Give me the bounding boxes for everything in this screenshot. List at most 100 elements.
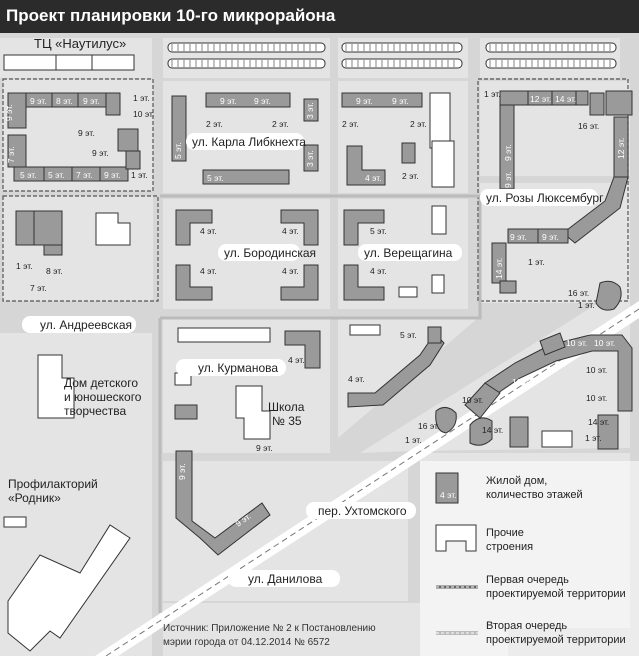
map-title: Проект планировки 10-го микрорайона [6,6,336,25]
svg-text:10 эт.: 10 эт. [133,109,154,119]
svg-text:2 эт.: 2 эт. [206,119,223,129]
svg-text:7 эт.: 7 эт. [30,283,47,293]
svg-text:5 эт.: 5 эт. [173,142,183,159]
svg-text:ул. Андреевская: ул. Андреевская [40,318,132,332]
svg-text:10 эт.: 10 эт. [566,338,587,348]
svg-text:10 эт.: 10 эт. [586,393,607,403]
svg-text:Профилакторий: Профилакторий [8,477,98,491]
second-phase-border [158,194,482,613]
svg-text:3 эт.: 3 эт. [305,102,315,119]
svg-text:ТЦ «Наутилус»: ТЦ «Наутилус» [34,36,126,51]
svg-text:7 эт.: 7 эт. [76,170,93,180]
other-buildings [3,92,573,652]
svg-text:8 эт.: 8 эт. [46,266,63,276]
svg-text:1 эт.: 1 эт. [131,170,148,180]
svg-text:7 эт.: 7 эт. [6,146,16,163]
svg-text:пер. Ухтомского: пер. Ухтомского [318,504,407,518]
svg-text:4 эт.: 4 эт. [365,173,382,183]
svg-text:9 эт.: 9 эт. [4,104,14,121]
svg-text:5 эт.: 5 эт. [20,170,37,180]
place-labels: ТЦ «Наутилус» Дом детского и юношеского … [8,36,305,505]
diagonal-road-center [105,308,639,656]
svg-text:4 эт.: 4 эт. [282,266,299,276]
svg-text:5 эт.: 5 эт. [207,173,224,183]
svg-text:2 эт.: 2 эт. [272,119,289,129]
svg-text:3 эт.: 3 эт. [305,150,315,167]
svg-text:№ 35: № 35 [272,414,302,428]
svg-text:4 эт.: 4 эт. [200,266,217,276]
svg-text:2 эт.: 2 эт. [402,171,419,181]
svg-text:ул. Курманова: ул. Курманова [198,361,278,375]
svg-text:9 эт.: 9 эт. [503,144,513,161]
svg-text:14 эт.: 14 эт. [482,425,503,435]
svg-text:5 эт.: 5 эт. [370,226,387,236]
svg-text:2 эт.: 2 эт. [342,119,359,129]
parking-rows [167,42,617,69]
svg-text:Источник: Приложение № 2 к Пос: Источник: Приложение № 2 к Постановлению [163,623,376,634]
legend-other-swatch [435,524,477,552]
svg-text:9 эт.: 9 эт. [177,463,187,480]
svg-text:Прочие: Прочие [486,527,524,539]
svg-text:1 эт.: 1 эт. [133,93,150,103]
svg-text:9 эт.: 9 эт. [220,96,237,106]
svg-text:16 эт.: 16 эт. [568,288,589,298]
svg-text:ул. Карла Либкнехта: ул. Карла Либкнехта [192,135,306,149]
svg-text:9 эт.: 9 эт. [392,96,409,106]
svg-text:9 эт.: 9 эт. [254,96,271,106]
first-phase-border [2,78,629,302]
map-legend: 4 эт. Жилой дом, количество этажей Прочи… [420,461,639,656]
svg-text:4 эт.: 4 эт. [200,226,217,236]
svg-text:16 эт.: 16 эт. [578,121,599,131]
svg-text:4 эт.: 4 эт. [282,226,299,236]
svg-text:творчества: творчества [64,404,126,418]
svg-text:5 эт.: 5 эт. [48,170,65,180]
svg-text:1 эт.: 1 эт. [405,435,422,445]
svg-text:9 эт.: 9 эт. [510,232,527,242]
svg-text:Школа: Школа [268,400,305,414]
svg-text:ул. Розы Люксембург: ул. Розы Люксембург [486,191,604,205]
svg-text:«Родник»: «Родник» [8,491,61,505]
svg-text:1 эт.: 1 эт. [585,433,602,443]
svg-text:5 эт.: 5 эт. [400,330,417,340]
svg-text:9 эт.: 9 эт. [78,128,95,138]
svg-text:4 эт.: 4 эт. [370,266,387,276]
svg-text:9 эт.: 9 эт. [92,148,109,158]
svg-text:14 эт.: 14 эт. [494,258,504,279]
svg-text:8 эт.: 8 эт. [56,96,73,106]
svg-text:количество этажей: количество этажей [486,489,583,501]
svg-text:9 эт.: 9 эт. [83,96,100,106]
svg-text:и юношеского: и юношеского [64,390,142,404]
svg-text:9 эт.: 9 эт. [503,171,513,188]
svg-text:1 эт.: 1 эт. [578,300,595,310]
street-labels: ул. Карла Либкнехта ул. Бородинская ул. … [22,133,604,587]
svg-text:1 эт.: 1 эт. [484,89,501,99]
svg-text:ул. Бородинская: ул. Бородинская [224,246,316,260]
parking-ticks [171,44,611,67]
svg-text:Жилой дом,: Жилой дом, [486,475,547,487]
svg-text:10 эт.: 10 эт. [586,365,607,375]
svg-text:2 эт.: 2 эт. [410,119,427,129]
svg-text:4 эт.: 4 эт. [440,490,457,500]
svg-text:1 эт.: 1 эт. [16,261,33,271]
residential-houses [7,90,633,556]
plan-map: 9 эт. 9 эт. 8 эт. 9 эт. 1 эт. 10 эт. 9 э… [0,33,639,656]
svg-text:12 эт.: 12 эт. [530,94,551,104]
svg-text:строения: строения [486,541,533,553]
svg-text:12 эт.: 12 эт. [616,138,626,159]
svg-text:проектируемой территории: проектируемой территории [486,634,626,646]
svg-text:1 эт.: 1 эт. [528,257,545,267]
svg-text:9 эт.: 9 эт. [356,96,373,106]
svg-text:9 эт.: 9 эт. [256,443,273,453]
svg-text:мэрии города от 04.12.2014 № 6: мэрии города от 04.12.2014 № 6572 [163,637,330,648]
svg-text:проектируемой территории: проектируемой территории [486,588,626,600]
svg-text:Дом детского: Дом детского [64,376,138,390]
svg-text:Вторая очередь: Вторая очередь [486,620,567,632]
title-bar: Проект планировки 10-го микрорайона [0,0,639,33]
svg-text:Первая очередь: Первая очередь [486,574,569,586]
svg-text:10 эт.: 10 эт. [462,395,483,405]
svg-text:10 эт.: 10 эт. [512,377,533,387]
source-note: Источник: Приложение № 2 к Постановлению… [163,623,376,648]
svg-text:14 эт.: 14 эт. [555,94,576,104]
svg-text:4 эт.: 4 эт. [348,374,365,384]
